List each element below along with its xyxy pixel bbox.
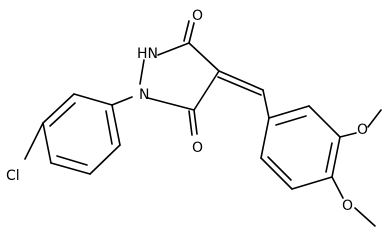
bond-cp-inner-c (105, 110, 113, 145)
atom-nh: HN (137, 46, 158, 62)
bond-n1-c5 (147, 97, 195, 111)
bond-c3-o-top-b (183, 20, 190, 42)
bond-c5-c4 (193, 70, 220, 111)
bond-c4-methine-b (217, 76, 262, 96)
bond-aryl-o-upper (339, 132, 357, 138)
bond-cp-1 (73, 93, 113, 106)
atom-o-bottom: O (192, 140, 203, 156)
bond-c4-methine-a (218, 70, 264, 91)
bond-c4-c3 (188, 42, 220, 72)
bond-aryl-6 (260, 117, 270, 159)
atom-o-top: O (192, 8, 203, 24)
atom-o-methoxy-upper: O (357, 122, 368, 138)
bond-cp-cl (24, 122, 44, 160)
bond-o-lower-methyl (354, 207, 376, 227)
bond-aryl-inner-c (267, 156, 292, 181)
bond-cp-3 (42, 122, 52, 164)
bond-aryl-4 (291, 176, 333, 190)
bond-aryl-inner-b (325, 142, 333, 173)
atom-o-methoxy-lower: O (342, 198, 353, 214)
bond-methine-aryl (262, 89, 270, 119)
bond-cp-2 (42, 93, 75, 124)
bond-cp-inner-a (49, 102, 76, 127)
bond-c3-n2 (157, 42, 190, 56)
bond-c5-o-bottom-b (188, 110, 193, 136)
bond-aryl-inner-a (275, 115, 307, 126)
bond-aryl-1 (268, 105, 310, 119)
bond-c3-o-top-a (188, 22, 195, 44)
bond-o-upper-methyl (367, 109, 382, 128)
atom-n1: N (139, 87, 149, 103)
bond-cp-6 (111, 104, 121, 146)
bond-cp-inner-b (56, 155, 88, 166)
bond-n2-n1 (139, 59, 145, 85)
bond-n1-chlorophenyl (111, 96, 133, 106)
bond-aryl-3 (331, 136, 341, 178)
bond-aryl-o-lower (331, 176, 344, 199)
bond-cp-5 (89, 144, 121, 175)
atom-cl: Cl (6, 168, 20, 184)
bond-c5-o-bottom-a (193, 109, 198, 135)
bond-aryl-5 (260, 157, 293, 190)
bond-cp-4 (50, 162, 91, 175)
bond-aryl-2 (308, 105, 341, 138)
